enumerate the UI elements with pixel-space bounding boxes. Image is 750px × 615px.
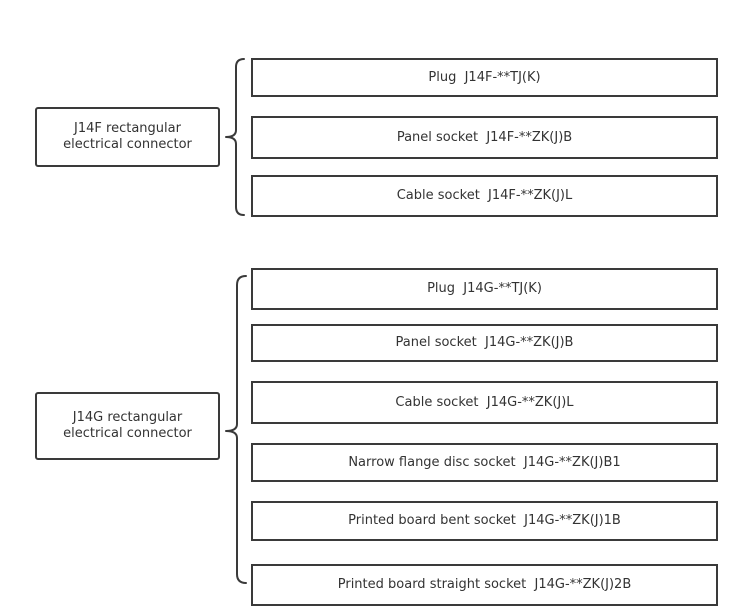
root-node-j14f: J14F rectangular electrical connector [35,107,220,167]
leaf-label: Plug J14G-**TJ(K) [427,281,542,296]
leaf-node: Printed board bent socket J14G-**ZK(J)1B [251,501,718,541]
leaf-node: Panel socket J14G-**ZK(J)B [251,324,718,362]
leaf-node: Narrow flange disc socket J14G-**ZK(J)B1 [251,443,718,482]
root-node-j14g: J14G rectangular electrical connector [35,392,220,460]
leaf-label: Panel socket J14F-**ZK(J)B [396,129,573,145]
leaf-label: Printed board straight socket J14G-**ZK(… [337,577,632,592]
root-label: J14F rectangular electrical connector [63,121,192,152]
leaf-node: Cable socket J14F-**ZK(J)L [251,175,718,217]
leaf-node: Plug J14G-**TJ(K) [251,268,718,310]
root-label: J14G rectangular electrical connector [63,410,192,441]
leaf-label: Cable socket J14G-**ZK(J)L [395,394,574,410]
leaf-label: Printed board bent socket J14G-**ZK(J)1B [348,513,621,528]
leaf-label: Cable socket J14F-**ZK(J)L [396,188,573,203]
leaf-node: Plug J14F-**TJ(K) [251,58,718,97]
leaf-node: Cable socket J14G-**ZK(J)L [251,381,718,424]
leaf-node: Printed board straight socket J14G-**ZK(… [251,564,718,606]
leaf-label: Narrow flange disc socket J14G-**ZK(J)B1 [348,454,621,470]
leaf-node: Panel socket J14F-**ZK(J)B [251,116,718,159]
leaf-label: Plug J14F-**TJ(K) [428,69,541,85]
leaf-label: Panel socket J14G-**ZK(J)B [395,335,574,350]
